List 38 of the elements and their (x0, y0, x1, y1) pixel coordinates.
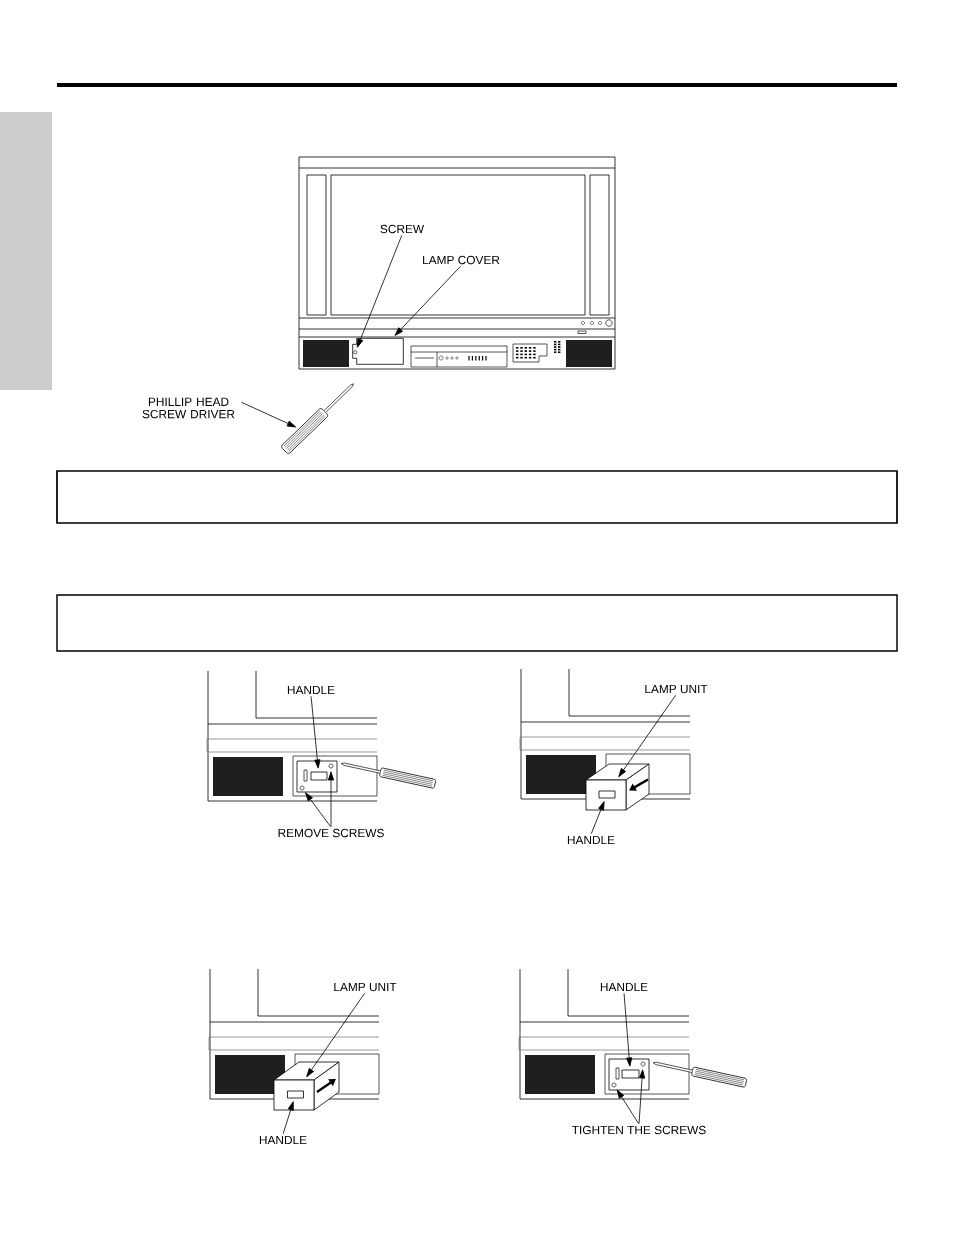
part-label: SCREW (380, 224, 425, 234)
screw (299, 785, 305, 791)
leader-arrow (282, 1101, 294, 1135)
side-tab (0, 112, 52, 390)
part-label: LAMP COVER (423, 255, 500, 265)
lamp-cover (352, 337, 404, 365)
leader-arrow (638, 1069, 646, 1124)
leader-arrow (590, 801, 605, 835)
part-label: PHILLIP HEAD SCREW DRIVER (142, 397, 235, 419)
part-label: REMOVE SCREWS (278, 828, 384, 838)
handle (598, 790, 616, 799)
part-label: HANDLE (600, 982, 648, 992)
leader-arrow (356, 235, 403, 348)
part-label: HANDLE (259, 1135, 307, 1145)
part-label: LAMP UNIT (334, 982, 397, 992)
leader-arrow (310, 695, 321, 769)
leader-arrow (616, 1089, 640, 1125)
leader-arrow (306, 992, 365, 1078)
part-label: HANDLE (287, 685, 335, 695)
handle (310, 771, 328, 781)
screw (640, 1061, 646, 1067)
leader-arrow (394, 265, 461, 336)
leader-arrow (623, 992, 633, 1067)
screw (328, 763, 334, 769)
leader-arrow (327, 771, 335, 827)
handle (621, 1069, 640, 1079)
leader-arrow (618, 694, 677, 778)
screw (353, 350, 358, 355)
screw (611, 1082, 617, 1088)
part-label: LAMP UNIT (645, 684, 708, 694)
part-label: HANDLE (567, 835, 615, 845)
handle (287, 1090, 304, 1099)
part-label: TIGHTEN THE SCREWS (572, 1125, 706, 1135)
screwdriver (281, 383, 354, 454)
leader-arrow (305, 792, 331, 828)
lamp-unit (273, 1061, 340, 1111)
leader-arrow (240, 401, 297, 428)
lamp-unit (585, 763, 650, 811)
